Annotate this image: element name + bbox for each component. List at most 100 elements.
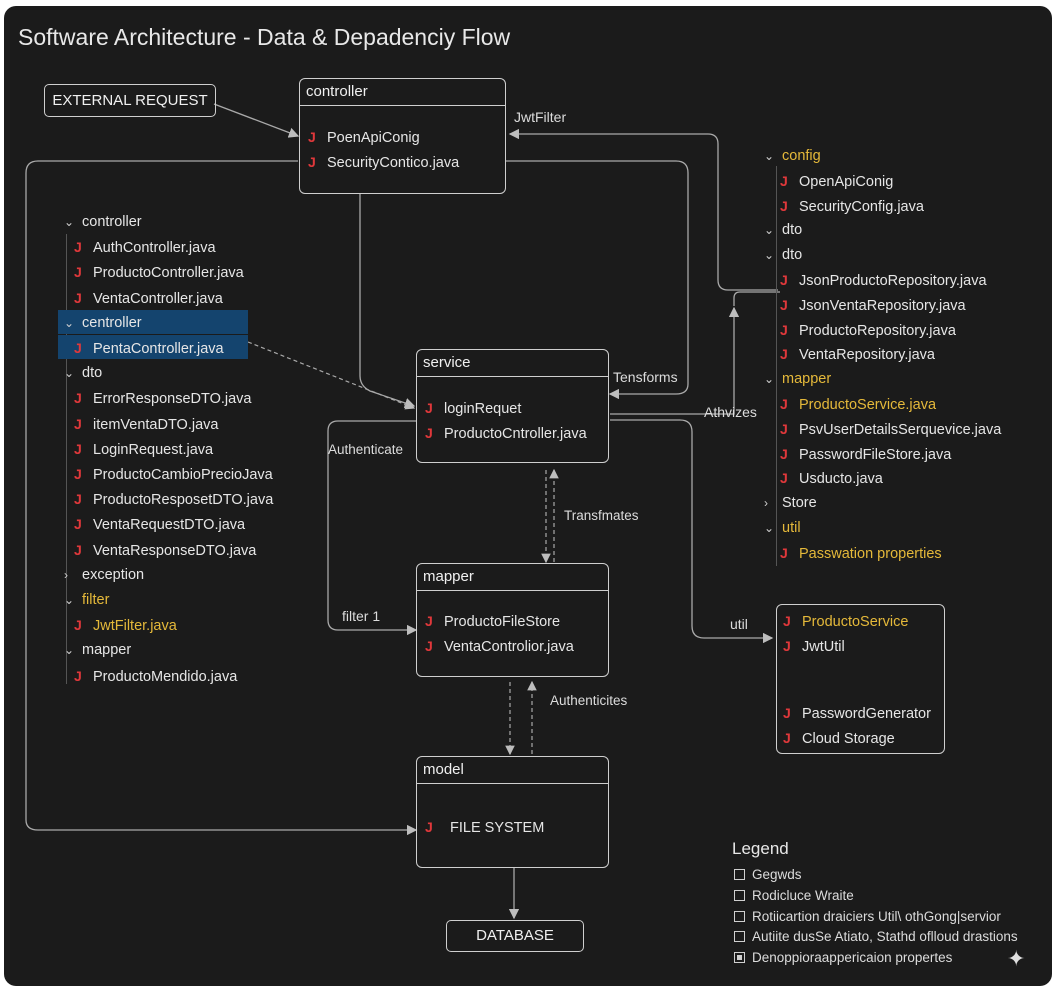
diagram-title: Software Architecture - Data & Depadenci… bbox=[18, 24, 511, 50]
tree-label: VentaResponseDTO.java bbox=[93, 542, 257, 559]
model-box-title: model bbox=[417, 757, 608, 784]
tree-label: VentaRequestDTO.java bbox=[93, 517, 246, 534]
java-file-icon: J bbox=[74, 289, 82, 306]
service-box-title: service bbox=[417, 350, 608, 377]
java-file-icon: J bbox=[425, 425, 433, 441]
java-file-icon: J bbox=[780, 321, 788, 338]
java-file-icon: J bbox=[783, 613, 791, 629]
tree-file[interactable]: J ProductoRepository.java bbox=[780, 318, 956, 342]
tree-label: mapper bbox=[782, 371, 832, 388]
tree-folder[interactable]: ⌄filter bbox=[64, 588, 109, 612]
edge-label-transforms: Tensforms bbox=[613, 369, 678, 385]
tree-file[interactable]: J JsonProductoRepository.java bbox=[780, 268, 987, 292]
tree-label: PasswordFileStore.java bbox=[799, 446, 952, 463]
diagram-canvas: Software Architecture - Data & Depadenci… bbox=[4, 6, 1052, 986]
tree-folder[interactable]: ⌄config bbox=[764, 144, 821, 168]
java-file-icon: J bbox=[780, 296, 788, 313]
edge-left-loop-controller bbox=[25, 160, 418, 836]
mapper-box-title: mapper bbox=[417, 564, 608, 591]
tree-label: util bbox=[782, 520, 801, 536]
java-file-icon: J bbox=[308, 154, 316, 170]
tree-folder[interactable]: ⌄ centroller bbox=[64, 311, 142, 335]
tree-label: filter bbox=[82, 592, 110, 608]
tree-folder[interactable]: ⌄dto bbox=[64, 361, 102, 385]
edge-tree-selection-to-service bbox=[247, 341, 416, 410]
chevron-down-icon: ⌄ bbox=[764, 223, 775, 238]
connector-layer bbox=[25, 103, 780, 920]
tree-folder[interactable]: ⌄util bbox=[764, 516, 801, 540]
tree-label: ErrorResponseDTO.java bbox=[93, 391, 252, 408]
java-file-icon: J bbox=[74, 340, 82, 356]
legend-item-label: Denoppioraappericaion propertes bbox=[752, 950, 953, 966]
java-file-icon: J bbox=[780, 470, 788, 487]
tree-label: ProductoController.java bbox=[93, 265, 244, 282]
tree-folder[interactable]: ⌄dto bbox=[764, 243, 802, 267]
legend-item-label: Autiite dusSe Atiato, Stathd oflloud dra… bbox=[752, 929, 1018, 945]
edge-tree-to-controller bbox=[508, 128, 778, 291]
tree-label: ProductoService.java bbox=[799, 397, 937, 413]
edge-label-authenticate: Authenticate bbox=[328, 442, 404, 457]
chevron-down-icon: ⌄ bbox=[64, 366, 75, 381]
tree-folder[interactable]: ⌄controller bbox=[64, 210, 142, 234]
sparkle-icon: ✦ bbox=[1007, 946, 1026, 971]
java-file-icon: J bbox=[308, 129, 316, 145]
tree-file[interactable]: J JsonVentaRepository.java bbox=[780, 293, 966, 317]
tree-label: ProductoCambioPrecioJava bbox=[93, 467, 273, 483]
java-file-icon: J bbox=[425, 613, 433, 629]
edge-controller-to-service bbox=[359, 194, 416, 408]
tree-folder[interactable]: ›Store bbox=[764, 491, 817, 515]
legend-item: Rotiicartion draiciers Util\ othGong|ser… bbox=[734, 909, 1001, 924]
java-file-icon: J bbox=[425, 400, 433, 416]
tree-label: centroller bbox=[82, 314, 142, 331]
tree-label: JsonVentaRepository.java bbox=[799, 297, 966, 314]
tree-folder[interactable]: ⌄mapper bbox=[764, 367, 831, 391]
edge-label-util: util bbox=[730, 616, 748, 632]
java-file-icon: J bbox=[74, 239, 82, 256]
edge-service-to-util bbox=[610, 419, 774, 644]
tree-folder[interactable]: ›exception bbox=[64, 563, 144, 587]
tree-label: dto bbox=[782, 247, 803, 264]
tree-file[interactable]: J PentaController.java bbox=[74, 336, 224, 360]
java-file-icon: J bbox=[74, 491, 82, 508]
chevron-down-icon: ⌄ bbox=[64, 315, 75, 330]
tree-folder[interactable]: ⌄dto bbox=[764, 218, 802, 242]
edge-controller-to-service-right bbox=[506, 160, 689, 400]
edge-athvizes bbox=[610, 306, 740, 415]
tree-selection-folder bbox=[58, 310, 248, 334]
java-file-icon: J bbox=[425, 819, 433, 835]
tree-label: VentaController.java bbox=[93, 290, 223, 307]
tree-file[interactable]: J VentaController.java bbox=[74, 286, 223, 310]
java-file-icon: J bbox=[780, 172, 788, 189]
tree-folder[interactable]: ⌄mapper bbox=[64, 638, 131, 662]
tree-label: JsonProductoRepository.java bbox=[799, 273, 987, 289]
tree-label: PentaController.java bbox=[93, 341, 224, 357]
java-file-icon: J bbox=[780, 272, 788, 288]
java-file-icon: J bbox=[780, 544, 788, 561]
chevron-right-icon: › bbox=[764, 496, 768, 511]
tree-label: ProductoRepository.java bbox=[799, 322, 956, 339]
